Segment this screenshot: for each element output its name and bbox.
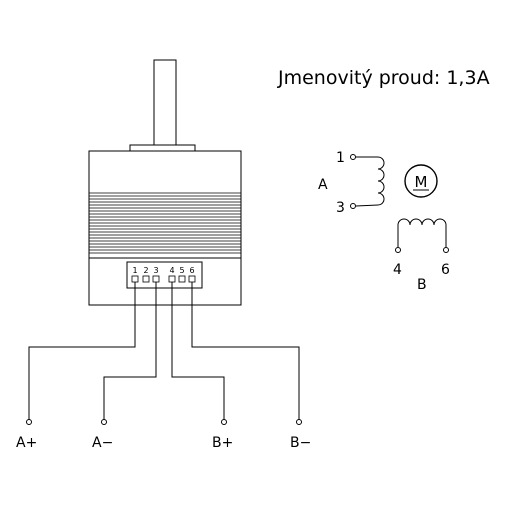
connector-pin [152,275,160,283]
wire-b-minus [191,282,300,420]
terminal-circle-icon [395,247,401,253]
terminal-label-b-minus: B− [290,435,311,451]
connector-pin-label: 5 [179,266,184,275]
terminal-circle-icon [26,419,32,425]
connector-pin [178,275,186,283]
motor-symbol-icon: M [404,164,438,198]
motor-fins [89,192,241,254]
terminal-label-b-plus: B+ [212,435,233,451]
connector-pin-label: 2 [143,266,148,275]
connector-pin-label: 1 [132,266,137,275]
coil-a-pin-3: 3 [336,200,345,216]
connector-block [126,261,203,289]
connector-pin [131,275,139,283]
terminal-label-a-minus: A− [92,435,113,451]
motor-symbol-label: M [415,173,428,191]
terminal-circle-icon [296,419,302,425]
terminal-circle-icon [350,154,356,160]
coil-a-pin-1: 1 [336,150,345,166]
lead-wires [28,282,300,420]
coil-b-label: B [417,277,427,293]
terminal-circle-icon [350,203,356,209]
coil-b-pin-4: 4 [393,262,402,278]
terminal-circle-icon [101,419,107,425]
connector-pin [142,275,150,283]
coil-a-schematic: A 1 3 [318,150,385,216]
terminal-circle-icon [443,247,449,253]
terminal-label-a-plus: A+ [16,435,37,451]
connector-pin [188,275,196,283]
connector-pin-label: 3 [153,266,158,275]
wire-a-minus [103,282,157,420]
motor-shaft [153,59,177,147]
connector-pin [168,275,176,283]
coil-a-label: A [318,177,328,193]
coil-b-pin-6: 6 [441,262,450,278]
inductor-coil-icon [355,156,385,207]
wire-b-plus [171,282,225,420]
inductor-coil-icon [397,218,447,247]
terminal-circle-icon [221,419,227,425]
connector-pin-label: 6 [189,266,194,275]
coil-b-schematic: 4 6 B [393,218,450,293]
wire-a-plus [28,282,136,420]
rated-current-title: Jmenovitý proud: 1,3A [277,67,490,89]
connector-pin-label: 4 [169,266,174,275]
